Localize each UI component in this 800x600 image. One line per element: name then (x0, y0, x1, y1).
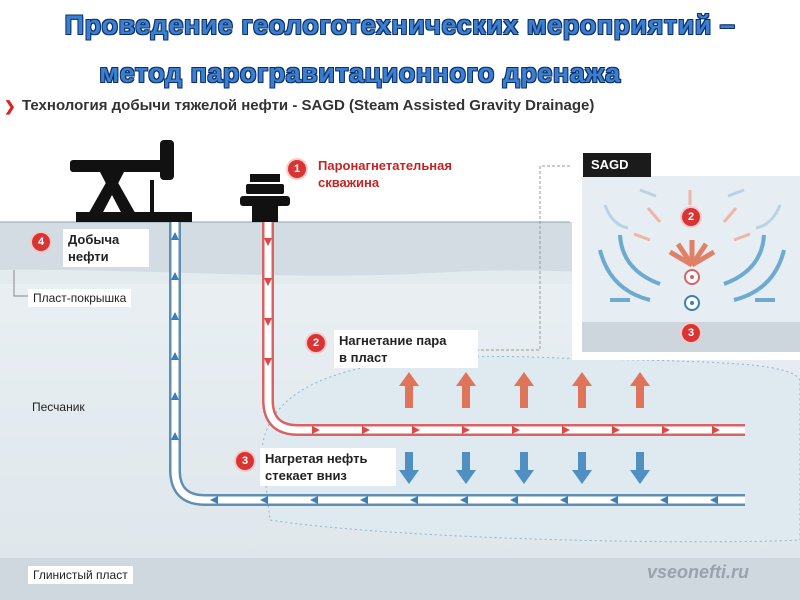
step-1-badge: 1 (288, 160, 306, 178)
inset-badge-2: 2 (682, 208, 700, 226)
label-sandstone: Песчаник (32, 400, 85, 414)
wellhead-icon (240, 174, 290, 222)
step-4-label: Добыча нефти (63, 229, 149, 267)
step-4-line-2: нефти (68, 249, 109, 264)
inset-oil-arrows (598, 234, 786, 302)
inset-badge-3: 3 (682, 324, 700, 342)
page-title-line-1: Проведение геологотехнических мероприяти… (64, 10, 736, 40)
step-3-line-2: стекает вниз (265, 468, 347, 483)
step-1-line-1: Паронагнетательная (318, 158, 452, 173)
oil-flow-arrows (171, 232, 718, 504)
oil-draining-arrows (399, 452, 650, 484)
label-clay: Глинистый пласт (28, 566, 133, 584)
step-2-badge: 2 (307, 334, 325, 352)
steam-rising-arrows (399, 372, 650, 408)
step-3-label: Нагретая нефть стекает вниз (260, 448, 396, 486)
pumpjack-icon (70, 140, 192, 222)
step-1-label: Паронагнетательная скважина (318, 157, 452, 191)
step-2-line-2: в пласт (339, 350, 388, 365)
step-2-line-1: Нагнетание пара (339, 333, 447, 348)
label-cap-rock: Пласт-покрышка (28, 289, 132, 307)
inset-header: SAGD (583, 153, 651, 177)
inset-steam-arrows (668, 240, 716, 268)
step-4-line-1: Добыча (68, 232, 120, 247)
diagram-subtitle: Технология добычи тяжелой нефти - SAGD (… (22, 97, 595, 114)
step-4-badge: 4 (32, 233, 50, 251)
step-1-line-2: скважина (318, 175, 380, 190)
page-title-line-2: метод парогравитационного дренажа (99, 58, 621, 88)
step-3-line-1: Нагретая нефть (265, 451, 368, 466)
chevron-right-icon: ❯ (4, 98, 16, 114)
watermark: vseonefti.ru (647, 562, 750, 582)
step-2-label: Нагнетание пара в пласт (334, 330, 478, 368)
step-3-badge: 3 (236, 452, 254, 470)
steam-flow-arrows (264, 238, 720, 434)
clay-layer (0, 558, 800, 600)
